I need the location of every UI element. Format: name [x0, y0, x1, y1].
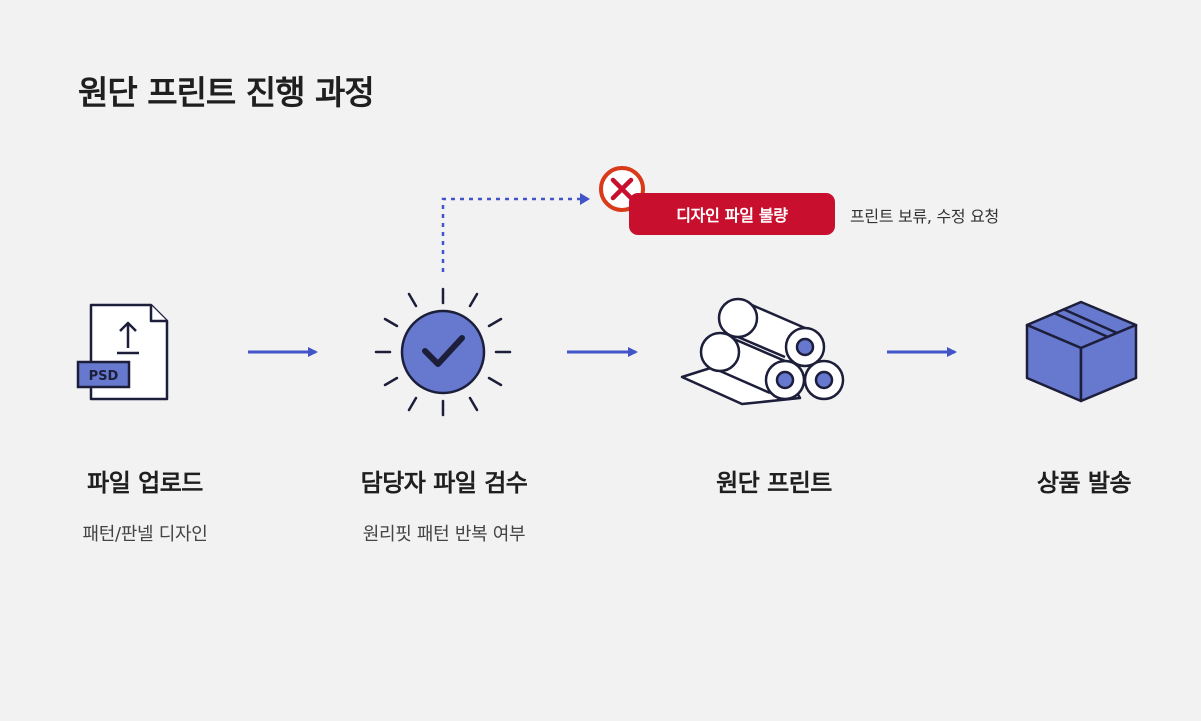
rejection-badge: 디자인 파일 불량 — [629, 193, 835, 235]
stage-title: 파일 업로드 — [87, 469, 203, 497]
stage-title: 담당자 파일 검수 — [360, 469, 528, 497]
file-upload-icon: PSD — [76, 303, 169, 401]
box-icon — [1025, 300, 1138, 403]
stage-title: 상품 발송 — [1036, 469, 1132, 497]
stage-file-upload: 파일 업로드 패턴/판넬 디자인 — [5, 463, 285, 546]
stage-fabric-print: 원단 프린트 — [634, 463, 914, 498]
upload-arrow-icon — [117, 321, 139, 355]
check-badge-icon — [374, 287, 512, 417]
stage-file-review: 담당자 파일 검수 원리핏 패턴 반복 여부 — [304, 463, 584, 546]
rejection-arrow-icon — [580, 193, 590, 205]
page-title: 원단 프린트 진행 과정 — [78, 73, 375, 112]
stage-subtitle: 패턴/판넬 디자인 — [82, 524, 208, 545]
psd-badge — [76, 360, 131, 389]
rejection-note: 프린트 보류, 수정 요청 — [850, 207, 999, 226]
stage-shipping: 상품 발송 — [944, 463, 1201, 498]
fabric-rolls-icon — [680, 297, 845, 406]
rejection-path — [441, 197, 584, 272]
psd-badge-label: PSD — [89, 369, 119, 384]
checkmark-icon — [422, 335, 465, 367]
sun-rays — [374, 287, 512, 417]
error-x-icon — [599, 166, 645, 212]
stage-subtitle: 원리핏 패턴 반복 여부 — [362, 524, 526, 545]
stage-title: 원단 프린트 — [716, 469, 832, 497]
